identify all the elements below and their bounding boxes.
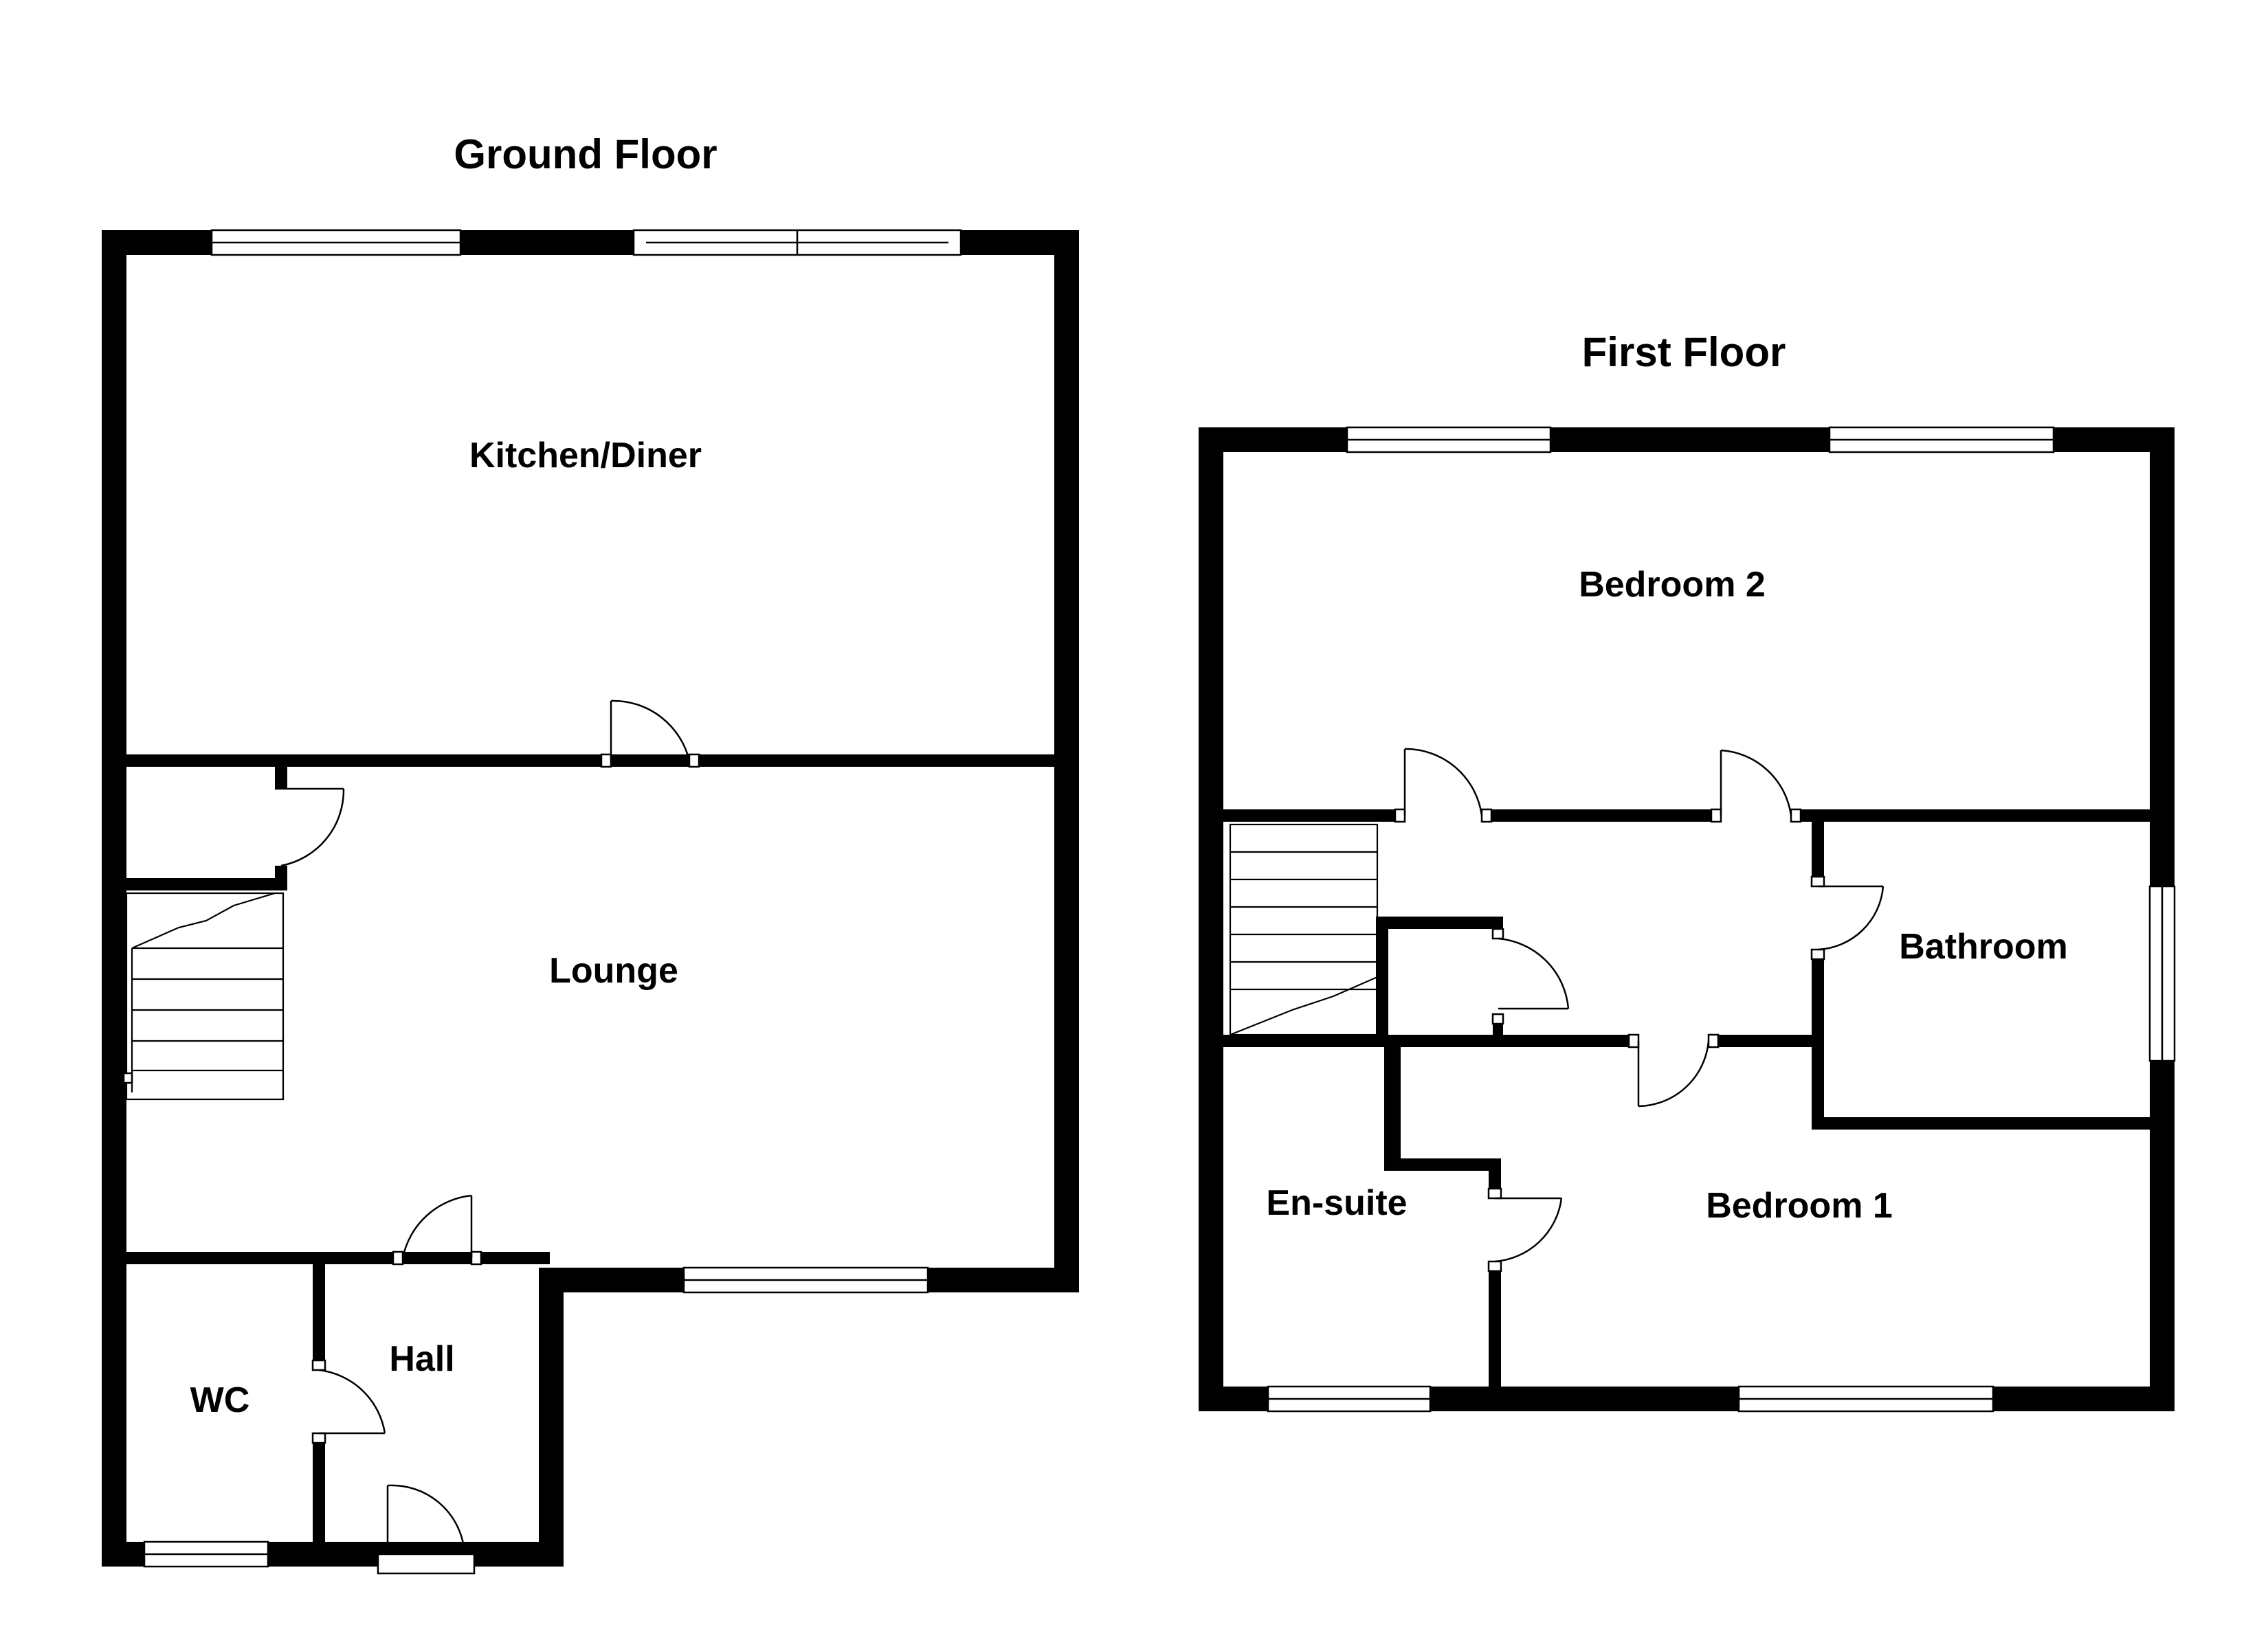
room-label-bathroom: Bathroom: [1899, 927, 2068, 967]
room-label-bedroom-1: Bedroom 1: [1706, 1186, 1893, 1226]
wall: [1812, 822, 1824, 877]
wall: [102, 878, 287, 890]
wall: [1384, 1035, 1401, 1169]
first-floor-plan: First Floor: [1199, 329, 2176, 1413]
ground-floor-title: Ground Floor: [454, 131, 717, 177]
wall: [313, 1264, 325, 1360]
staircase: [1229, 823, 1379, 1036]
wall: [1384, 1158, 1501, 1171]
wall: [102, 754, 1079, 767]
wall: [481, 1252, 550, 1264]
wall: [1376, 917, 1388, 1047]
door: [275, 787, 345, 867]
staircase: [122, 892, 285, 1101]
door: [1394, 748, 1493, 823]
wall: [1223, 809, 1395, 822]
room-label-hall: Hall: [389, 1339, 454, 1379]
door: [1710, 749, 1802, 823]
ground-floor-plan: Ground Floor: [102, 131, 1079, 1575]
wall: [275, 767, 287, 789]
first-floor-title: First Floor: [1582, 329, 1786, 375]
door: [1810, 875, 1885, 961]
room-label-en-suite: En-suite: [1266, 1183, 1407, 1223]
wall: [1376, 917, 1503, 929]
room-label-kitchen-diner: Kitchen/Diner: [469, 436, 702, 475]
wall: [1489, 1158, 1501, 1189]
room-label-bedroom-2: Bedroom 2: [1579, 565, 1766, 605]
wall: [1223, 1035, 1629, 1047]
wall: [539, 1268, 564, 1567]
door: [311, 1359, 386, 1444]
door: [1487, 1187, 1563, 1272]
wall: [1812, 1117, 2150, 1130]
wall: [1491, 809, 1711, 822]
room-label-lounge: Lounge: [549, 951, 678, 991]
door: [1627, 1033, 1720, 1108]
wall: [1718, 1035, 1824, 1047]
wall: [313, 1443, 325, 1567]
door: [392, 1194, 482, 1266]
wall: [1801, 809, 2150, 822]
door: [1491, 928, 1570, 1025]
wall: [102, 230, 126, 1567]
wall: [102, 1252, 528, 1264]
room-label-wc: WC: [190, 1380, 250, 1420]
wall: [1199, 427, 1223, 1411]
wall: [275, 866, 287, 890]
wall: [1489, 1271, 1501, 1388]
door: [600, 699, 700, 768]
front-door: [377, 1484, 476, 1575]
wall: [1493, 917, 1503, 929]
